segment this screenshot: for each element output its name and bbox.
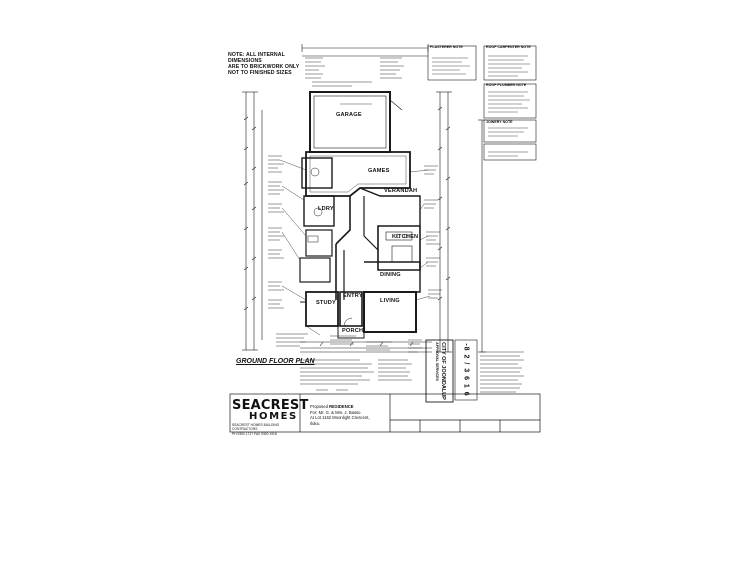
- joinery-note-header: JOINERY NOTE: [486, 120, 513, 124]
- note-line-1: NOTE: ALL INTERNAL DIMENSIONS: [228, 52, 285, 64]
- brickwork-note: NOTE: ALL INTERNAL DIMENSIONS ARE TO BRI…: [228, 52, 304, 80]
- room-porch: PORCH: [342, 328, 364, 334]
- company-logo: SEACREST HOMES SEACREST HOMES BUILDING C…: [232, 398, 309, 436]
- logo-name-line2: HOMES: [249, 411, 298, 422]
- room-study: STUDY: [316, 300, 336, 306]
- owner-names: For: Mr. G. & Mrs. J. Basso: [310, 409, 361, 415]
- room-verandah: VERANDAH: [384, 188, 418, 194]
- room-garage: GARAGE: [336, 112, 362, 118]
- room-kitchen: KITCHEN: [392, 234, 419, 240]
- suburb: Iluka.: [310, 421, 321, 427]
- note-line-2: ARE TO BRICKWORK ONLY: [228, 64, 300, 70]
- approval-stamp: CITY OF JOONDALUP APPROVAL SERVICES: [426, 340, 453, 402]
- proposed-label: Proposed: [310, 404, 328, 409]
- room-entry: ENTRY: [343, 293, 363, 299]
- room-living: LIVING: [380, 298, 400, 304]
- company-address: SEACREST HOMES BUILDING CONTRACTORS: [232, 423, 280, 431]
- drawing-title: GROUND FLOOR PLAN: [236, 358, 315, 365]
- project-name: RESIDENCE: [329, 404, 354, 409]
- room-games: GAMES: [368, 168, 390, 174]
- note-line-3: NOT TO FINISHED SIZES: [228, 70, 292, 76]
- approval-number: -8 2 / 3 6 1 6: [455, 340, 477, 400]
- room-dining: DINING: [380, 272, 401, 278]
- room-laundry: LDRY: [318, 206, 334, 212]
- lot-address: At Lot 1162 Moonlight Crescent,: [310, 415, 370, 421]
- stamp-authority: CITY OF JOONDALUP: [439, 342, 446, 400]
- company-phone: PH 9300 1717 FAX 9300 1918: [232, 432, 277, 436]
- stamp-text: APPROVAL SERVICES: [434, 342, 439, 381]
- title-block: Proposed RESIDENCE For: Mr. G. & Mrs. J.…: [310, 404, 370, 427]
- approval-number-text: -8 2 / 3 6 1 6: [462, 343, 470, 397]
- logo-name-line1: SEACREST: [232, 398, 309, 413]
- roof-carpenter-note-header: ROOF CARPENTER NOTE: [486, 45, 531, 49]
- roof-plumber-note-header: ROOF PLUMBER NOTE: [486, 83, 527, 87]
- plasterer-note-header: PLASTERER NOTE: [430, 45, 463, 49]
